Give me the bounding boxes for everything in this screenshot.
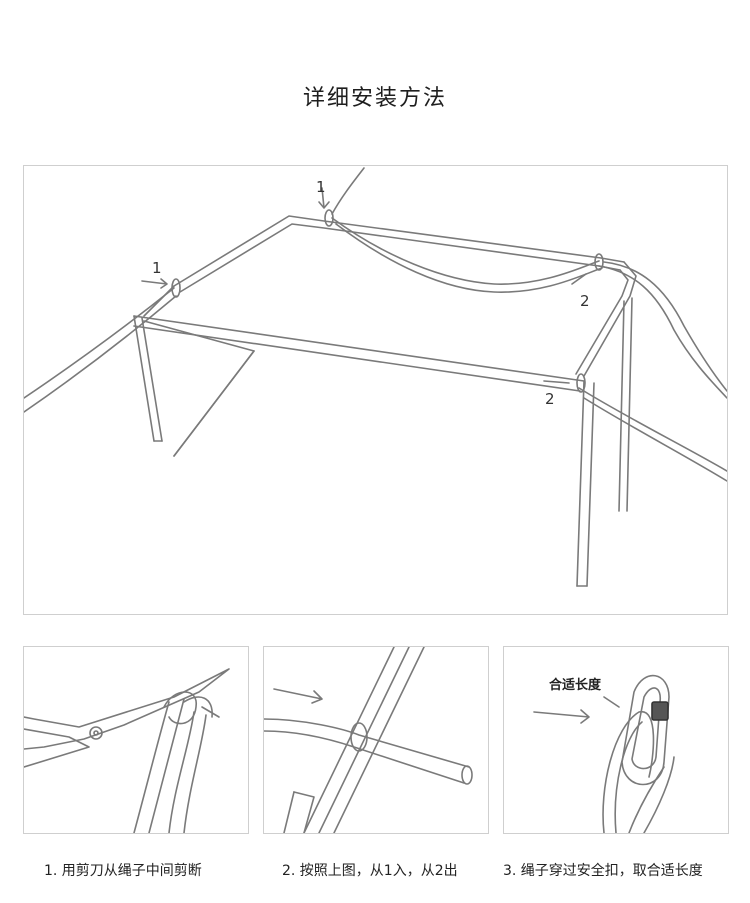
rack-illustration: 1 1 2 2 bbox=[24, 167, 727, 587]
step2-caption: 2. 按照上图，从1入，从2出 bbox=[282, 863, 458, 879]
threading-illustration bbox=[264, 647, 473, 833]
label-2-lower: 2 bbox=[545, 390, 555, 408]
hook-1-top bbox=[324, 209, 334, 227]
label-2-upper: 2 bbox=[580, 292, 590, 310]
leg-left-front bbox=[133, 315, 155, 442]
arrow-icon bbox=[533, 709, 590, 724]
rope-left bbox=[24, 287, 175, 399]
step1-caption: 1. 用剪刀从绳子中间剪断 bbox=[44, 863, 202, 879]
frame-back bbox=[173, 215, 625, 287]
page-title: 详细安装方法 bbox=[302, 86, 447, 111]
length-label: 合适长度 bbox=[549, 677, 602, 693]
rope bbox=[133, 701, 170, 833]
carabiner-illustration: 合适长度 bbox=[533, 674, 675, 833]
label-1-top: 1 bbox=[316, 178, 326, 196]
step1-diagram bbox=[23, 646, 249, 834]
arrow-1-top bbox=[318, 187, 330, 209]
rope-right bbox=[603, 261, 727, 392]
hook-2-upper bbox=[594, 253, 604, 271]
arrow-2-upper bbox=[571, 273, 587, 285]
scissors-illustration bbox=[24, 668, 230, 833]
label-1-left: 1 bbox=[152, 259, 162, 277]
hook-1-left bbox=[171, 278, 181, 298]
hook-2-lower bbox=[576, 373, 586, 393]
step2-diagram bbox=[263, 646, 489, 834]
step3-diagram: 合适长度 bbox=[503, 646, 729, 834]
arrow-2-lower bbox=[543, 380, 570, 384]
main-installation-diagram: 1 1 2 2 bbox=[23, 165, 728, 615]
step3-caption: 3. 绳子穿过安全扣，取合适长度 bbox=[503, 863, 703, 879]
frame-front bbox=[133, 315, 585, 382]
arrow-1-left bbox=[141, 278, 168, 289]
carabiner-icon bbox=[621, 674, 670, 786]
leg-right-front bbox=[576, 380, 585, 587]
arrow-icon bbox=[273, 688, 323, 704]
rope bbox=[602, 711, 655, 833]
rope-top bbox=[331, 167, 365, 215]
rope bbox=[264, 718, 470, 768]
hook bbox=[350, 722, 368, 752]
scissors-icon bbox=[24, 668, 230, 750]
rope-drape bbox=[331, 217, 600, 285]
